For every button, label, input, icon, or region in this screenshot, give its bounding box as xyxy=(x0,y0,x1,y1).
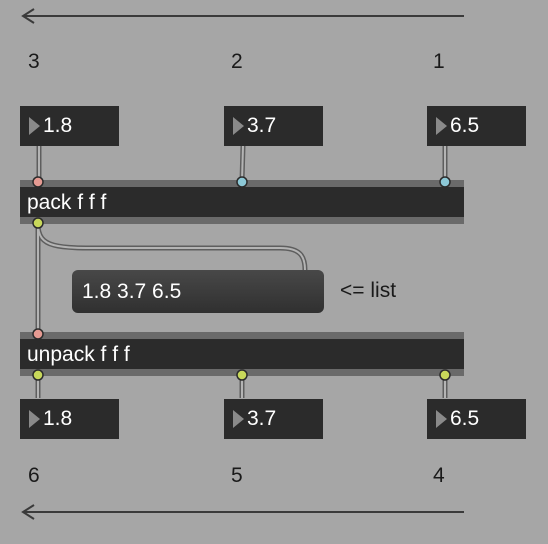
play-triangle-icon xyxy=(29,117,40,135)
play-triangle-icon xyxy=(29,410,40,428)
message-text: 1.8 3.7 6.5 xyxy=(82,280,182,303)
number-value: 1.8 xyxy=(43,114,73,137)
play-triangle-icon xyxy=(233,410,244,428)
order-label-2: 2 xyxy=(231,50,243,73)
number-box-3[interactable]: 6.5 xyxy=(427,106,526,146)
order-label-4: 4 xyxy=(433,464,445,487)
outlet-port xyxy=(236,369,248,381)
number-box-2[interactable]: 3.7 xyxy=(224,106,323,146)
inlet-port xyxy=(32,328,44,340)
unpack-object-text: unpack f f f xyxy=(27,343,130,366)
order-label-1: 1 xyxy=(433,50,445,73)
number-value: 1.8 xyxy=(43,407,73,430)
list-message-box[interactable]: 1.8 3.7 6.5 xyxy=(72,270,324,313)
outlet-port xyxy=(32,217,44,229)
top-arrow-icon xyxy=(21,8,464,24)
number-box-5[interactable]: 3.7 xyxy=(224,399,323,439)
inlet-port xyxy=(32,176,44,188)
number-box-6[interactable]: 6.5 xyxy=(427,399,526,439)
inlet-port xyxy=(236,176,248,188)
play-triangle-icon xyxy=(233,117,244,135)
number-value: 6.5 xyxy=(450,407,480,430)
order-label-6: 6 xyxy=(28,464,40,487)
number-box-1[interactable]: 1.8 xyxy=(20,106,119,146)
number-value: 6.5 xyxy=(450,114,480,137)
list-comment: <= list xyxy=(340,279,397,302)
outlet-port xyxy=(32,369,44,381)
inlet-port xyxy=(439,176,451,188)
bottom-arrow-icon xyxy=(21,504,464,520)
outlet-port xyxy=(439,369,451,381)
order-label-5: 5 xyxy=(231,464,243,487)
play-triangle-icon xyxy=(436,410,447,428)
pack-object-text: pack f f f xyxy=(27,191,107,214)
play-triangle-icon xyxy=(436,117,447,135)
number-value: 3.7 xyxy=(247,114,277,137)
number-value: 3.7 xyxy=(247,407,277,430)
number-box-4[interactable]: 1.8 xyxy=(20,399,119,439)
order-label-3: 3 xyxy=(28,50,40,73)
